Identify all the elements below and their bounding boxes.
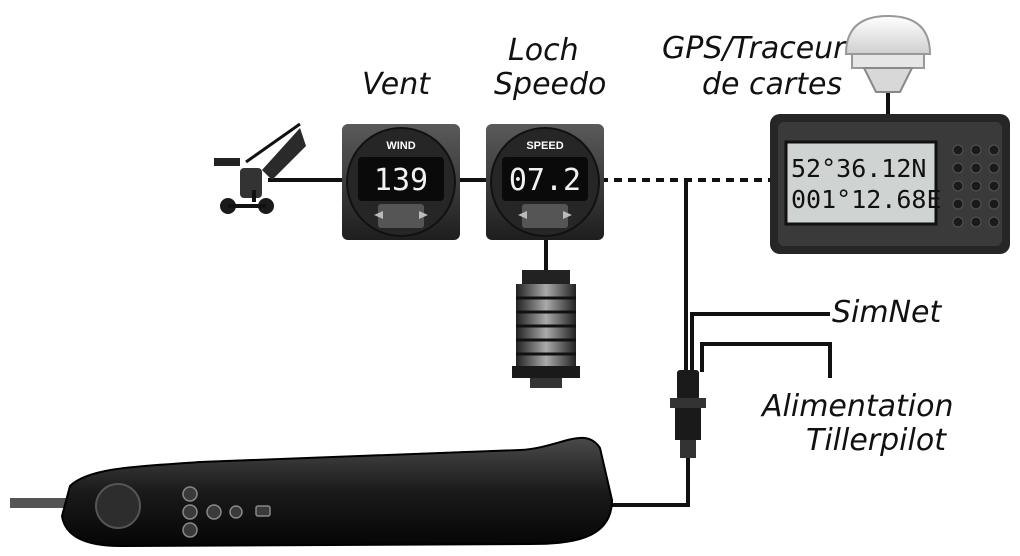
gps-keypad	[952, 144, 1000, 228]
gps-latitude: 52°36.12N	[791, 154, 926, 183]
gps-antenna-icon	[844, 14, 932, 93]
speed-transducer-icon	[512, 270, 580, 388]
gps-label-line2: de cartes	[702, 67, 843, 102]
cable-power	[700, 342, 832, 378]
speed-instrument-title: SPEED	[526, 140, 563, 152]
tillerpilot-keypad	[182, 486, 271, 538]
wind-instrument-value: 139	[374, 163, 428, 198]
speed-instrument: SPEED 07.2	[486, 124, 604, 240]
simnet-label: SimNet	[832, 295, 942, 330]
wind-right-arrow-icon	[419, 211, 428, 219]
speed-left-arrow-icon	[518, 211, 527, 219]
power-label-line2: Tillerpilot	[806, 423, 946, 458]
cables	[268, 90, 890, 507]
tillerpilot-icon	[10, 436, 614, 548]
gps-plotter: 52°36.12N 001°12.68E	[770, 114, 1010, 254]
wind-instrument: WIND 139	[342, 124, 460, 240]
wind-vane-icon	[214, 122, 306, 214]
gps-longitude: 001°12.68E	[791, 185, 942, 214]
wind-label: Vent	[362, 67, 430, 102]
simnet-connector-icon	[670, 370, 706, 458]
speed-right-arrow-icon	[563, 211, 572, 219]
speed-label-line2: Speedo	[494, 67, 607, 102]
wind-left-arrow-icon	[374, 211, 383, 219]
wind-instrument-title: WIND	[386, 140, 415, 152]
speed-label-line1: Loch	[508, 33, 579, 68]
cable-simnet	[690, 312, 830, 372]
cable-pilot	[610, 458, 690, 507]
gps-label-line1: GPS/Traceur	[662, 31, 846, 66]
power-label-line1: Alimentation	[762, 389, 954, 424]
speed-instrument-value: 07.2	[509, 163, 581, 198]
